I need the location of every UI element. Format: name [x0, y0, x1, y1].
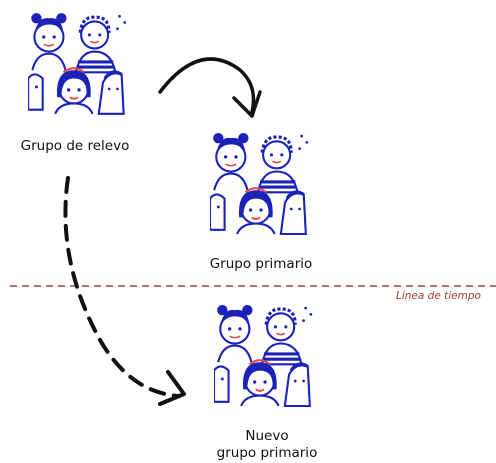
primary-group-label: Grupo primario	[209, 256, 313, 272]
new-primary-group-label-line2: grupo primario	[216, 445, 318, 461]
transition-arrow	[158, 57, 262, 118]
timeline-label: Línea de tiempo	[396, 290, 481, 302]
primary-group: Grupo primario	[190, 120, 350, 280]
future-transition-arrow	[63, 176, 186, 406]
relief-group: Grupo de relevo	[0, 0, 160, 160]
new-primary-group-label-line1: Nuevo	[245, 428, 289, 444]
relief-group-label: Grupo de relevo	[20, 138, 130, 154]
new-primary-group: Nuevo grupo primario	[200, 296, 360, 463]
